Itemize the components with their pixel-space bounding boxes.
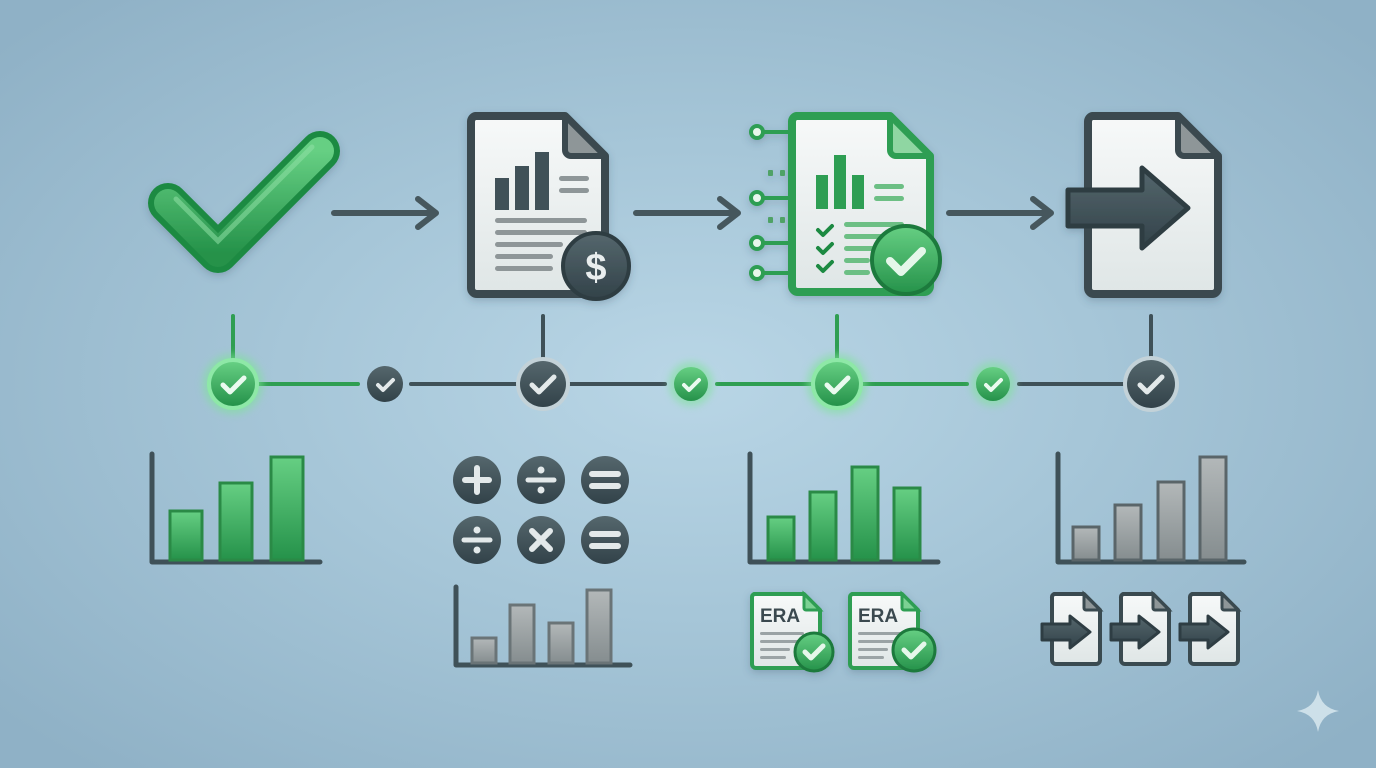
dollar-coin-icon: $ [561, 231, 631, 301]
era-document-1: ERA [748, 590, 838, 677]
stage-4-document-export [1060, 110, 1230, 310]
equals-symbol-icon [581, 516, 629, 564]
era-document-2: ERA [846, 590, 941, 677]
bar-chart-green-icon [149, 451, 323, 565]
timeline-node-4 [669, 362, 713, 406]
export-document-icon-1 [1040, 590, 1104, 666]
divide-symbol-icon [517, 456, 565, 504]
stage-2-bar-chart [452, 583, 637, 678]
divide-symbol-icon [453, 516, 501, 564]
equals-symbol-icon [581, 456, 629, 504]
plus-symbol-icon [453, 456, 501, 504]
era-document-approved-icon: ERA [749, 590, 835, 673]
progress-timeline [0, 310, 1376, 420]
stage-3-bar-chart [746, 450, 946, 575]
bar-chart-gray-icon [453, 584, 633, 668]
timeline-node-5-complete [807, 354, 867, 414]
stage-1-checkmark [140, 125, 340, 290]
stage-3-validated-report [740, 110, 960, 310]
svg-text:ERA: ERA [858, 606, 898, 627]
bar-chart-green-icon [747, 451, 941, 565]
financial-report-dollar-icon: $ [467, 112, 631, 301]
timeline-node-3 [516, 357, 570, 411]
bar-chart-gray-icon [1055, 451, 1247, 565]
flow-arrow-1 [330, 195, 445, 236]
timeline-node-6 [971, 362, 1015, 406]
svg-text:ERA: ERA [760, 606, 800, 627]
stage-1-bar-chart [148, 450, 328, 575]
calculator-symbols-grid [452, 455, 637, 575]
approved-badge-icon [870, 224, 942, 296]
arrow-right-icon [331, 196, 439, 230]
big-checkmark-icon [148, 131, 340, 273]
arrow-right-icon [946, 196, 1054, 230]
era-document-approved-icon: ERA [847, 590, 937, 673]
stage-4-bar-chart [1054, 450, 1254, 575]
flow-arrow-3 [945, 195, 1060, 236]
timeline-node-2 [367, 366, 403, 402]
validated-report-checklist-icon [749, 112, 942, 296]
document-export-arrow-icon [1065, 112, 1222, 298]
export-document-icon-3 [1178, 590, 1242, 666]
timeline-node-1-complete [203, 354, 263, 414]
export-documents-row [1040, 590, 1255, 675]
export-document-icon-2 [1109, 590, 1173, 666]
sparkle-watermark [1295, 688, 1341, 739]
multiply-symbol-icon [517, 516, 565, 564]
timeline-node-7 [1123, 356, 1179, 412]
flow-arrow-2 [632, 195, 747, 236]
stage-2-financial-report: $ [465, 110, 635, 305]
arrow-right-icon [633, 196, 741, 230]
svg-text:$: $ [585, 247, 606, 289]
sparkle-icon [1297, 690, 1339, 732]
